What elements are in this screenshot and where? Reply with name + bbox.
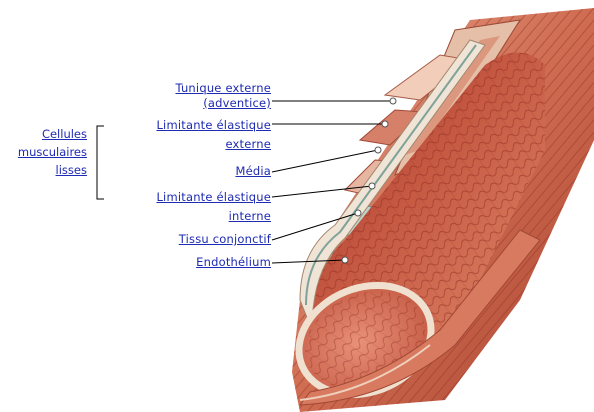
group-line3: lisses <box>18 162 87 178</box>
label-limitante-interne-line2: interne <box>156 209 271 224</box>
group-line2: musculaires <box>18 144 87 160</box>
label-limitante-elastique-interne[interactable]: Limitante élastique interne <box>156 190 271 224</box>
label-tunique-externe-line1: Tunique externe <box>175 81 271 96</box>
label-limitante-externe-line2: externe <box>156 137 271 152</box>
label-cellules-musculaires-lisses[interactable]: Cellules musculaires lisses <box>18 126 87 178</box>
label-limitante-interne-line1: Limitante élastique <box>156 190 271 205</box>
label-media[interactable]: Média <box>235 164 271 179</box>
label-limitante-elastique-externe[interactable]: Limitante élastique externe <box>156 118 271 152</box>
smooth-muscle-bracket <box>97 126 104 199</box>
label-media-text: Média <box>235 164 271 179</box>
label-limitante-externe-line1: Limitante élastique <box>156 118 271 133</box>
label-endothelium[interactable]: Endothélium <box>196 255 271 270</box>
leader-media <box>272 150 378 172</box>
label-tissu-conjonctif-text: Tissu conjonctif <box>179 232 271 247</box>
label-tissu-conjonctif[interactable]: Tissu conjonctif <box>179 232 271 247</box>
label-tunique-externe[interactable]: Tunique externe (adventice) <box>175 81 271 111</box>
label-tunique-externe-line2: (adventice) <box>175 96 271 111</box>
label-endothelium-text: Endothélium <box>196 255 271 270</box>
group-line1: Cellules <box>18 126 87 142</box>
